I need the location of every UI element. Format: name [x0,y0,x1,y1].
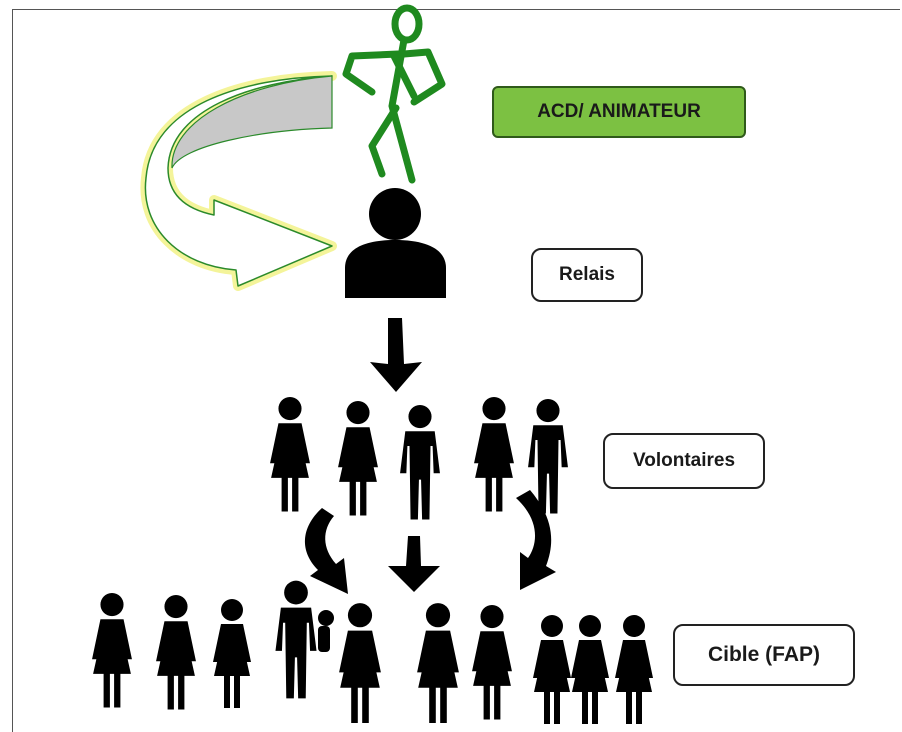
acd-animateur-label: ACD/ ANIMATEUR [492,86,746,138]
volontaires-label: Volontaires [603,433,765,489]
cible-label: Cible (FAP) [673,624,855,686]
down-arrow [370,318,422,392]
curved-arrow [140,71,337,291]
person-silhouette-icon [345,188,446,298]
spread-arrows [304,490,556,594]
frame-border [12,9,13,732]
relais-label: Relais [531,248,643,302]
crowd-people-icon [92,580,653,724]
green-stickman-icon [342,4,446,184]
frame-border [12,9,900,10]
